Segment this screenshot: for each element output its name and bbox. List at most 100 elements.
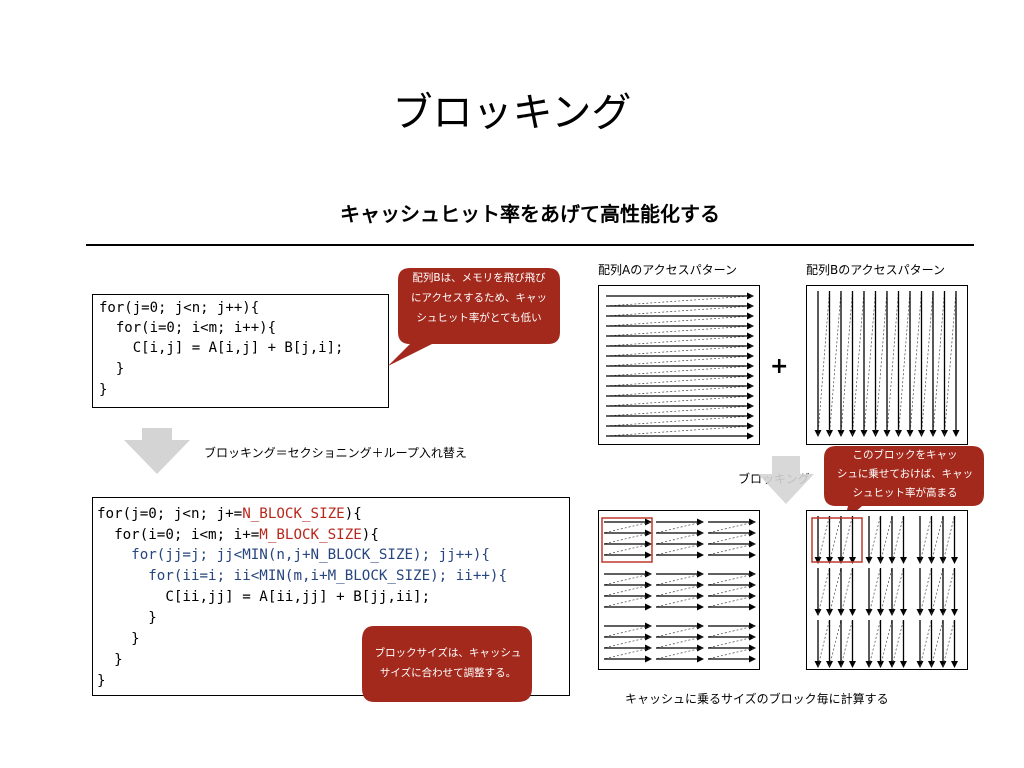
- code-line: for(i=0; i<m; i+=M_BLOCK_SIZE){: [97, 527, 379, 543]
- return-path: [605, 305, 753, 317]
- arrow-head: [888, 661, 896, 668]
- return-path: [863, 290, 876, 436]
- callout-cache-block: [824, 446, 984, 522]
- code-line: }: [97, 631, 140, 647]
- code-line: for(ii=i; ii<MIN(m,i+M_BLOCK_SIZE); ii++…: [97, 568, 507, 584]
- arrow-head: [877, 557, 884, 564]
- return-path: [605, 365, 753, 377]
- callout-b-access-text: 配列Bは、メモリを飛び飛び にアクセスするため、キャッ シュヒット率がとても低い: [411, 272, 547, 324]
- arrow-head: [826, 609, 833, 616]
- return-path: [921, 290, 934, 436]
- code-original: for(j=0; j<n; j++){ for(i=0; i<m; i++){ …: [92, 294, 389, 408]
- return-path: [909, 290, 922, 436]
- arrow-head: [877, 661, 884, 668]
- arrow-head: [697, 551, 704, 559]
- return-path: [605, 375, 753, 387]
- code-line: }: [97, 652, 123, 668]
- callout-block-size-text: ブロックサイズは、キャッシュ サイズに合わせて調整する。: [374, 647, 522, 679]
- array-b-label: 配列Bのアクセスパターン: [806, 263, 946, 277]
- return-path: [605, 355, 753, 367]
- arrow-head: [826, 661, 833, 668]
- array-a-blocked-pattern: [598, 510, 760, 670]
- arrow-head: [900, 609, 907, 616]
- return-path: [944, 290, 957, 436]
- return-path: [605, 405, 753, 417]
- return-path: [898, 290, 911, 436]
- arrow-head: [749, 603, 756, 611]
- code-line: }: [99, 361, 125, 377]
- block-column-arrows: [814, 515, 958, 668]
- arrow-head: [837, 609, 845, 616]
- arrow-head: [916, 557, 924, 564]
- block-row-arrows: [603, 518, 756, 663]
- arrow-head: [865, 609, 873, 616]
- arrow-head: [939, 661, 947, 668]
- return-path: [605, 315, 753, 327]
- arrow-head: [916, 609, 924, 616]
- return-path: [605, 395, 753, 407]
- arrow-head: [928, 609, 935, 616]
- code-line: C[ii,jj] = A[ii,jj] + B[jj,ii];: [97, 589, 431, 605]
- code-line: }: [97, 673, 106, 689]
- code-line: for(j=0; j<n; j+=N_BLOCK_SIZE){: [97, 506, 362, 522]
- arrow-head: [916, 661, 924, 668]
- arrow-head: [928, 661, 935, 668]
- code-line: C[i,j] = A[i,j] + B[j,i];: [99, 340, 344, 356]
- return-path: [840, 290, 853, 436]
- arrow-head: [814, 557, 822, 564]
- return-path: [829, 290, 842, 436]
- arrow-head: [952, 430, 960, 437]
- return-path: [605, 415, 753, 427]
- arrow-head: [849, 609, 856, 616]
- callout-b-access: [388, 268, 560, 366]
- arrow-head: [865, 661, 873, 668]
- arrow-head: [888, 609, 896, 616]
- plus-sign: +: [770, 354, 789, 379]
- code-line: for(jj=j; jj<MIN(n,j+N_BLOCK_SIZE); jj++…: [97, 547, 490, 563]
- return-path: [852, 290, 865, 436]
- down-arrow-icon: [124, 428, 190, 474]
- arrow-head: [900, 557, 907, 564]
- return-path: [605, 425, 753, 437]
- arrow-head: [645, 603, 652, 611]
- arrow-head: [826, 557, 833, 564]
- code-line: for(j=0; j<n; j++){: [99, 300, 260, 316]
- return-path: [875, 290, 888, 436]
- return-path: [605, 295, 753, 307]
- arrow-head: [749, 551, 756, 559]
- arrow-head: [697, 603, 704, 611]
- arrow-head: [645, 655, 652, 663]
- title-divider: [86, 244, 974, 246]
- arrow-head: [645, 551, 652, 559]
- arrow-head: [747, 432, 754, 440]
- arrow-head: [877, 609, 884, 616]
- return-path: [605, 385, 753, 397]
- arrow-head: [888, 557, 896, 564]
- arrow-head: [951, 609, 958, 616]
- return-path: [605, 345, 753, 357]
- code-line: }: [99, 382, 108, 398]
- page-subtitle: キャッシュヒット率をあげて高性能化する: [340, 202, 720, 226]
- page-title: ブロッキング: [392, 90, 632, 136]
- arrow-head: [837, 557, 845, 564]
- arrow-head: [865, 557, 873, 564]
- arrow-head: [951, 661, 958, 668]
- return-path: [605, 325, 753, 337]
- array-b-pattern: [806, 285, 968, 445]
- arrow-head: [814, 609, 822, 616]
- arrow-head: [928, 557, 935, 564]
- arrow-head: [749, 655, 756, 663]
- column-arrows: [814, 290, 960, 437]
- return-path: [886, 290, 899, 436]
- arrow-head: [849, 661, 856, 668]
- arrow-head: [951, 557, 958, 564]
- array-a-pattern: [598, 285, 760, 445]
- return-path: [605, 335, 753, 347]
- array-b-blocked-pattern: [806, 510, 968, 670]
- per-block-caption: キャッシュに乗るサイズのブロック毎に計算する: [625, 692, 889, 706]
- callout-block-size: [362, 626, 532, 702]
- array-a-label: 配列Aのアクセスパターン: [598, 263, 738, 277]
- cache-block-highlight: [811, 517, 863, 563]
- cache-block-highlight: [601, 517, 653, 563]
- return-path: [817, 290, 830, 436]
